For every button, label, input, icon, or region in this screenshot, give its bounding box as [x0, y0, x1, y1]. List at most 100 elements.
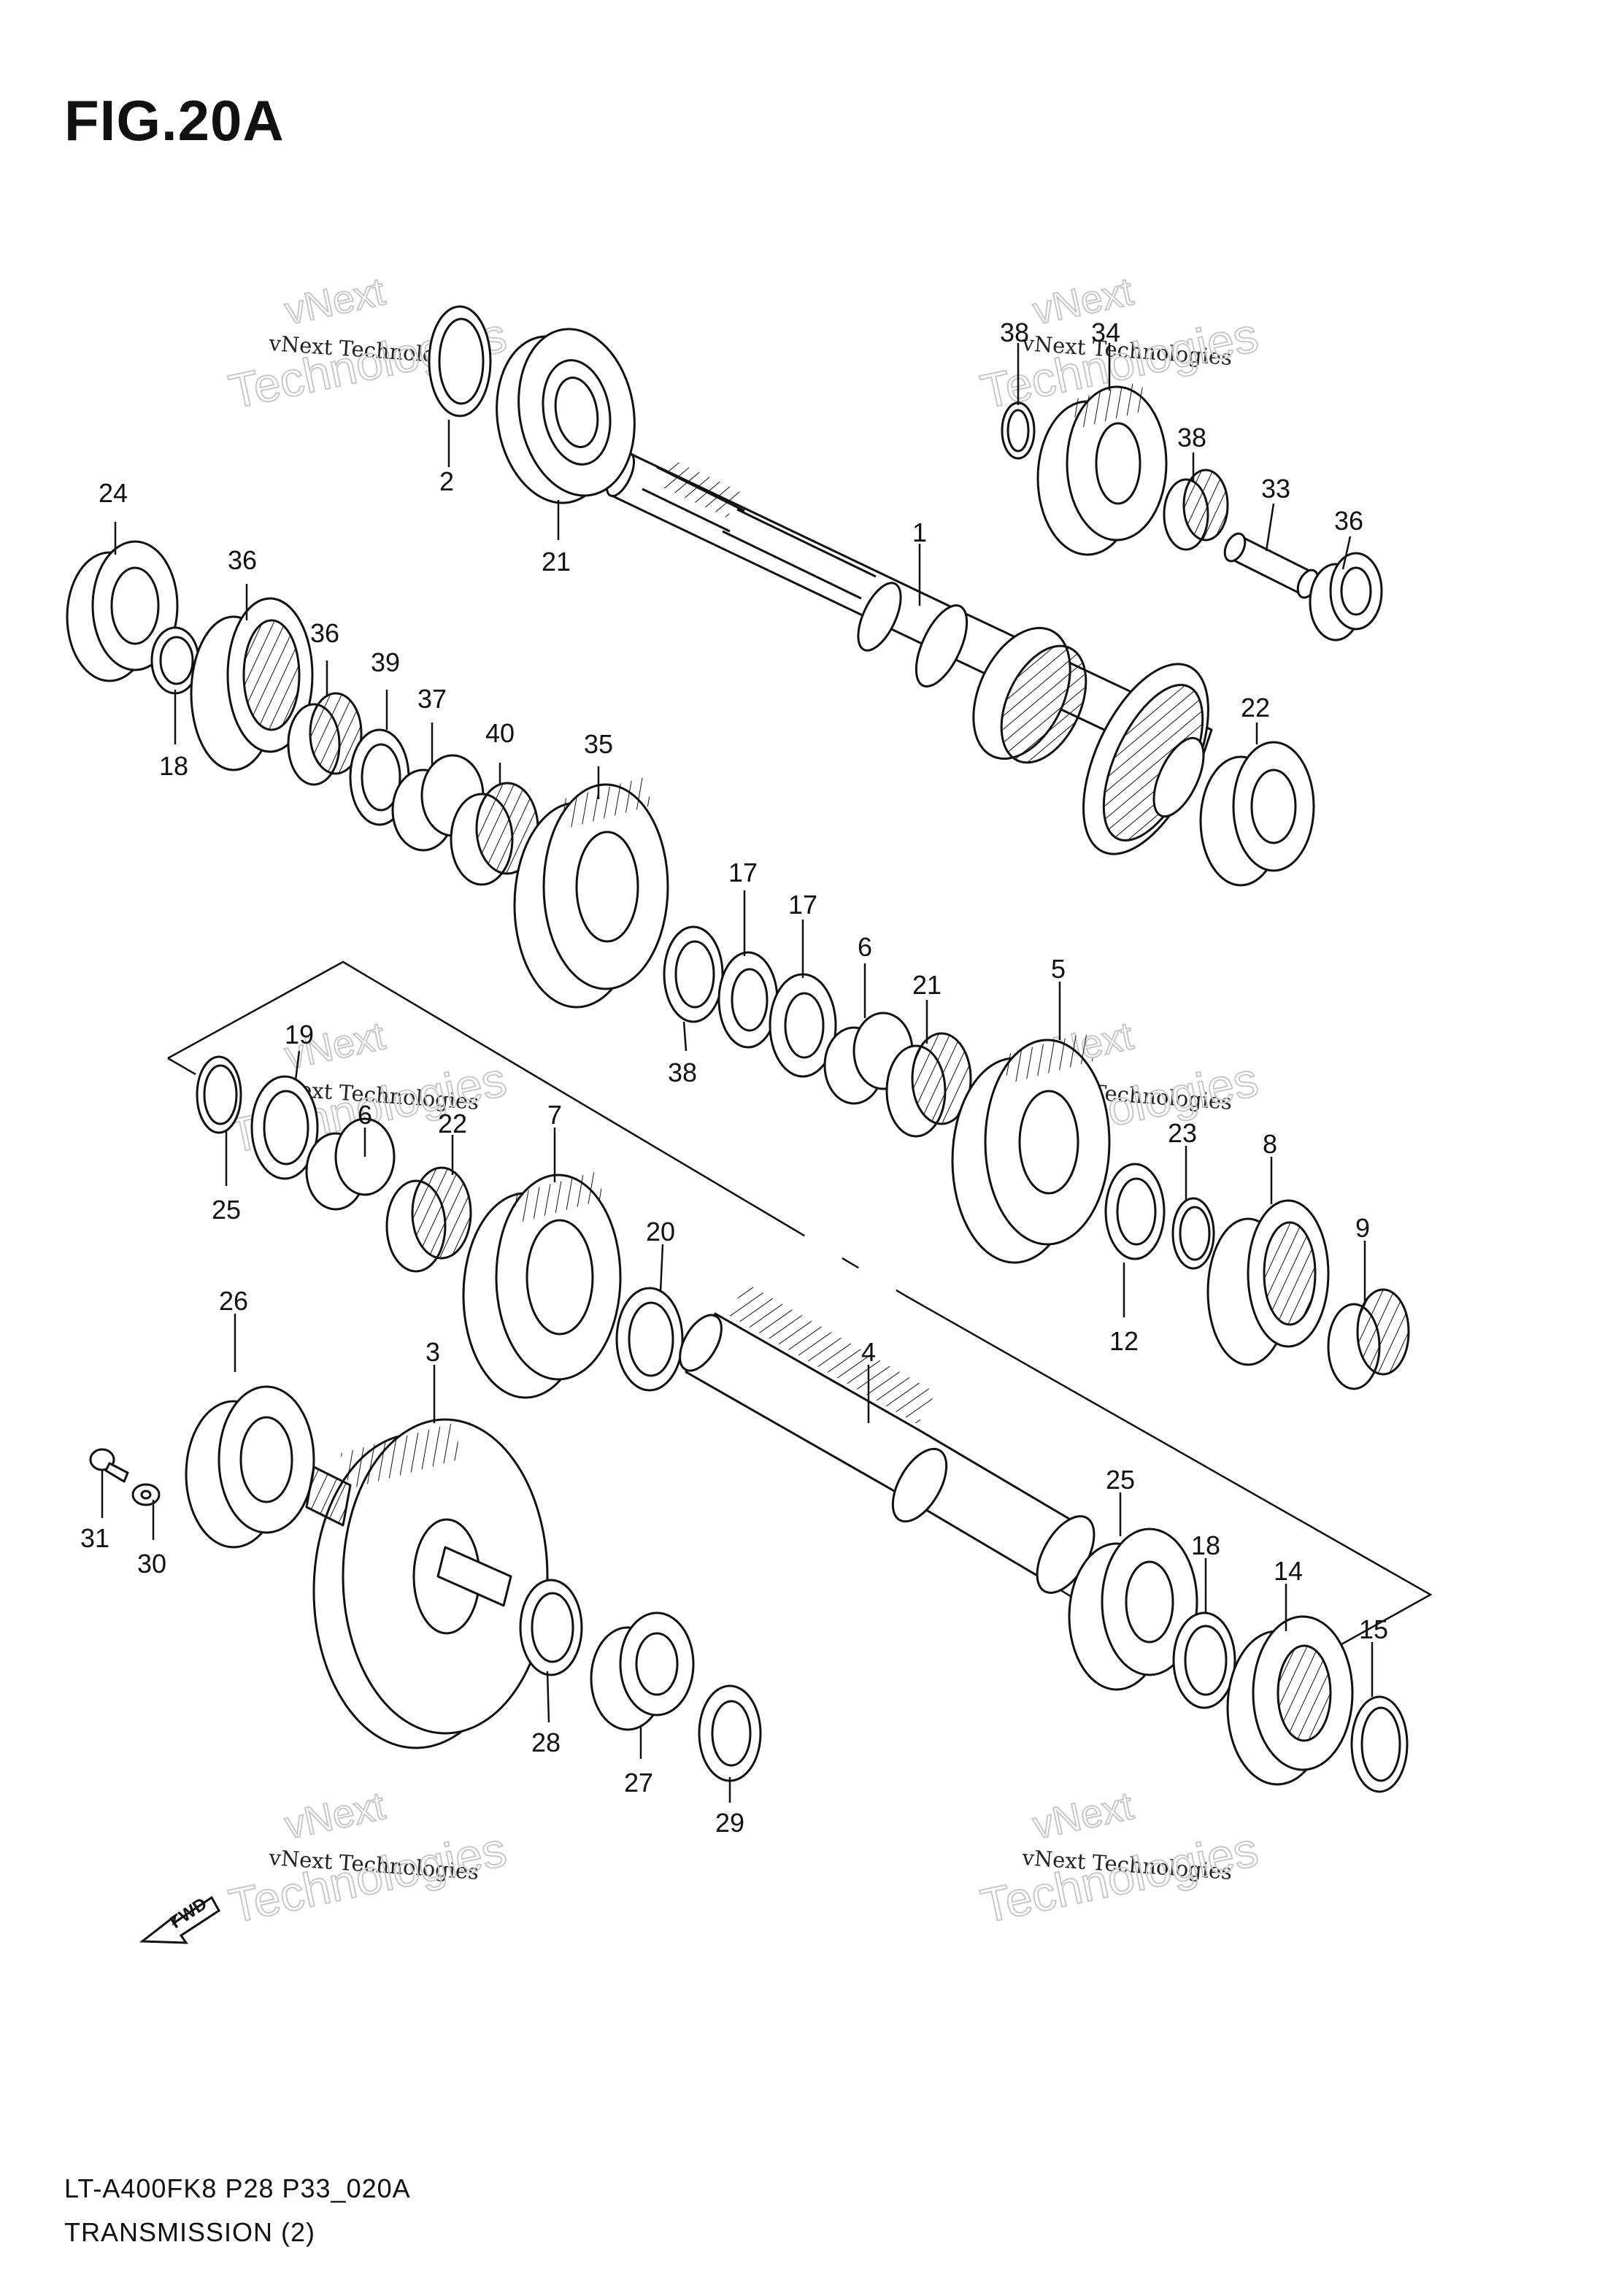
callout-18-middle: 21	[912, 970, 942, 1000]
callout-17-upper: 19	[285, 1020, 314, 1049]
callout-9: 9	[1355, 1213, 1370, 1243]
part-6-bushing-middle	[823, 1012, 914, 1105]
callout-6-middle: 6	[858, 932, 872, 962]
part-10-gear	[1226, 1615, 1354, 1786]
shaft-4	[679, 1283, 1096, 1594]
part-24-bearing	[185, 1385, 315, 1549]
callout-23: 25	[1106, 1465, 1135, 1495]
part-7-gear	[462, 1171, 622, 1399]
watermark-line1: vNext	[281, 269, 389, 333]
callout-29: 31	[80, 1523, 109, 1553]
callout-19: 21	[542, 547, 571, 577]
part-15-washer	[1172, 1611, 1236, 1709]
part-17-washer-upper	[250, 1075, 319, 1180]
watermark-line2: Technologies	[977, 1822, 1263, 1933]
watermark-line2: Technologies	[225, 1822, 511, 1933]
part-31-gear	[1036, 381, 1168, 556]
part-9-spline-bushing	[1327, 1288, 1410, 1390]
callout-22-lower: 25	[212, 1195, 241, 1225]
watermark-bottom-left: vNext vNext Technologies Technologies	[224, 1783, 512, 1933]
part-25-bearing	[590, 1611, 695, 1731]
part-23-bearing	[1068, 1528, 1198, 1691]
part-14-lock-washer	[717, 951, 779, 1049]
callout-21: 22	[1241, 693, 1270, 723]
callout-18-lower: 22	[438, 1109, 467, 1139]
part-17-washer-lower	[615, 1287, 684, 1392]
callout-31: 34	[1091, 317, 1120, 347]
callout-10: 14	[1274, 1556, 1303, 1586]
part-20-circlip	[1171, 1197, 1215, 1270]
callout-13: 17	[788, 890, 817, 920]
part-11-circlip	[1350, 1695, 1409, 1793]
part-18-needle-bearing-middle	[885, 1032, 972, 1138]
callout-30: 33	[1261, 474, 1290, 504]
callout-11: 15	[1359, 1614, 1388, 1644]
callout-36-middle: 38	[668, 1058, 697, 1087]
callout-7: 7	[547, 1100, 562, 1130]
callout-4: 4	[861, 1337, 876, 1367]
callout-37: 39	[371, 647, 400, 677]
watermark-line1: vNext	[281, 1784, 389, 1847]
callout-33: 36	[228, 545, 257, 575]
callout-39: 38	[1000, 317, 1029, 347]
part-22-circlip-lower	[196, 1055, 242, 1134]
callout-35: 36	[1334, 506, 1363, 536]
callout-24: 26	[219, 1286, 248, 1316]
part-13-lock-washer	[769, 973, 837, 1078]
callout-26: 28	[531, 1727, 561, 1757]
callout-17-lower: 20	[646, 1217, 675, 1247]
part-19-bearing	[496, 328, 636, 504]
callout-14: 17	[728, 858, 758, 887]
part-40-needle-bearing	[450, 782, 539, 886]
callout-15: 18	[1191, 1530, 1220, 1560]
part-26-washer	[519, 1579, 583, 1676]
callout-1: 1	[912, 517, 927, 547]
callout-36-upper: 37	[417, 684, 447, 714]
part-35-ring	[1309, 552, 1383, 642]
leader-lines	[101, 343, 1374, 1803]
part-22-bearing-upper	[66, 540, 179, 682]
part-16-washer	[150, 626, 200, 695]
callout-32: 35	[584, 729, 613, 759]
callout-20: 23	[1168, 1118, 1197, 1148]
watermark-line1: vNext	[1029, 269, 1137, 333]
callout-28: 30	[137, 1549, 166, 1579]
callout-numbers: 2 21 1 24 36 18 36 39 37 40 35 38 34 38 …	[80, 317, 1388, 1838]
part-38-needle-bearing	[1163, 469, 1229, 551]
fwd-arrow-icon: FWD	[139, 1894, 220, 1944]
gear-1-small	[972, 626, 1087, 764]
part-2-oil-seal	[428, 305, 492, 417]
part-36-washer-middle	[663, 925, 724, 1023]
callout-3: 3	[426, 1337, 440, 1367]
part-33-sleeve-hub	[190, 597, 314, 771]
callout-38: 38	[1177, 423, 1206, 452]
callout-5: 5	[1051, 954, 1066, 984]
callout-22-upper: 24	[99, 478, 128, 508]
figure-title: FIG.20A	[64, 88, 285, 153]
callout-40: 40	[485, 718, 515, 748]
part-30-pin	[1223, 532, 1320, 599]
callout-6-lower: 6	[358, 1100, 372, 1130]
watermark-line1: vNext	[1029, 1784, 1137, 1847]
callout-12: 12	[1109, 1326, 1139, 1356]
section-name: TRANSMISSION (2)	[64, 2217, 316, 2247]
model-code: LT-A400FK8 P28 P33_020A	[64, 2173, 411, 2203]
callout-16: 18	[159, 751, 188, 781]
part-34-needle-bearing	[287, 692, 363, 786]
callout-34: 36	[310, 618, 339, 648]
part-29-bolt	[89, 1448, 129, 1483]
callout-25: 27	[624, 1768, 653, 1798]
part-39-circlip	[1001, 401, 1036, 460]
gear-1-large	[1082, 663, 1209, 855]
callout-8: 8	[1263, 1129, 1277, 1159]
part-21-bearing	[1199, 741, 1315, 887]
part-5-gear	[951, 1033, 1111, 1264]
part-12-washer	[1104, 1163, 1166, 1260]
part-32-gear	[513, 777, 669, 1009]
part-28-washer	[131, 1483, 161, 1506]
part-27-oil-seal	[698, 1684, 762, 1782]
callout-27: 29	[715, 1808, 744, 1838]
callout-2: 2	[439, 466, 454, 496]
watermark-bottom-right: vNext vNext Technologies Technologies	[976, 1783, 1263, 1933]
